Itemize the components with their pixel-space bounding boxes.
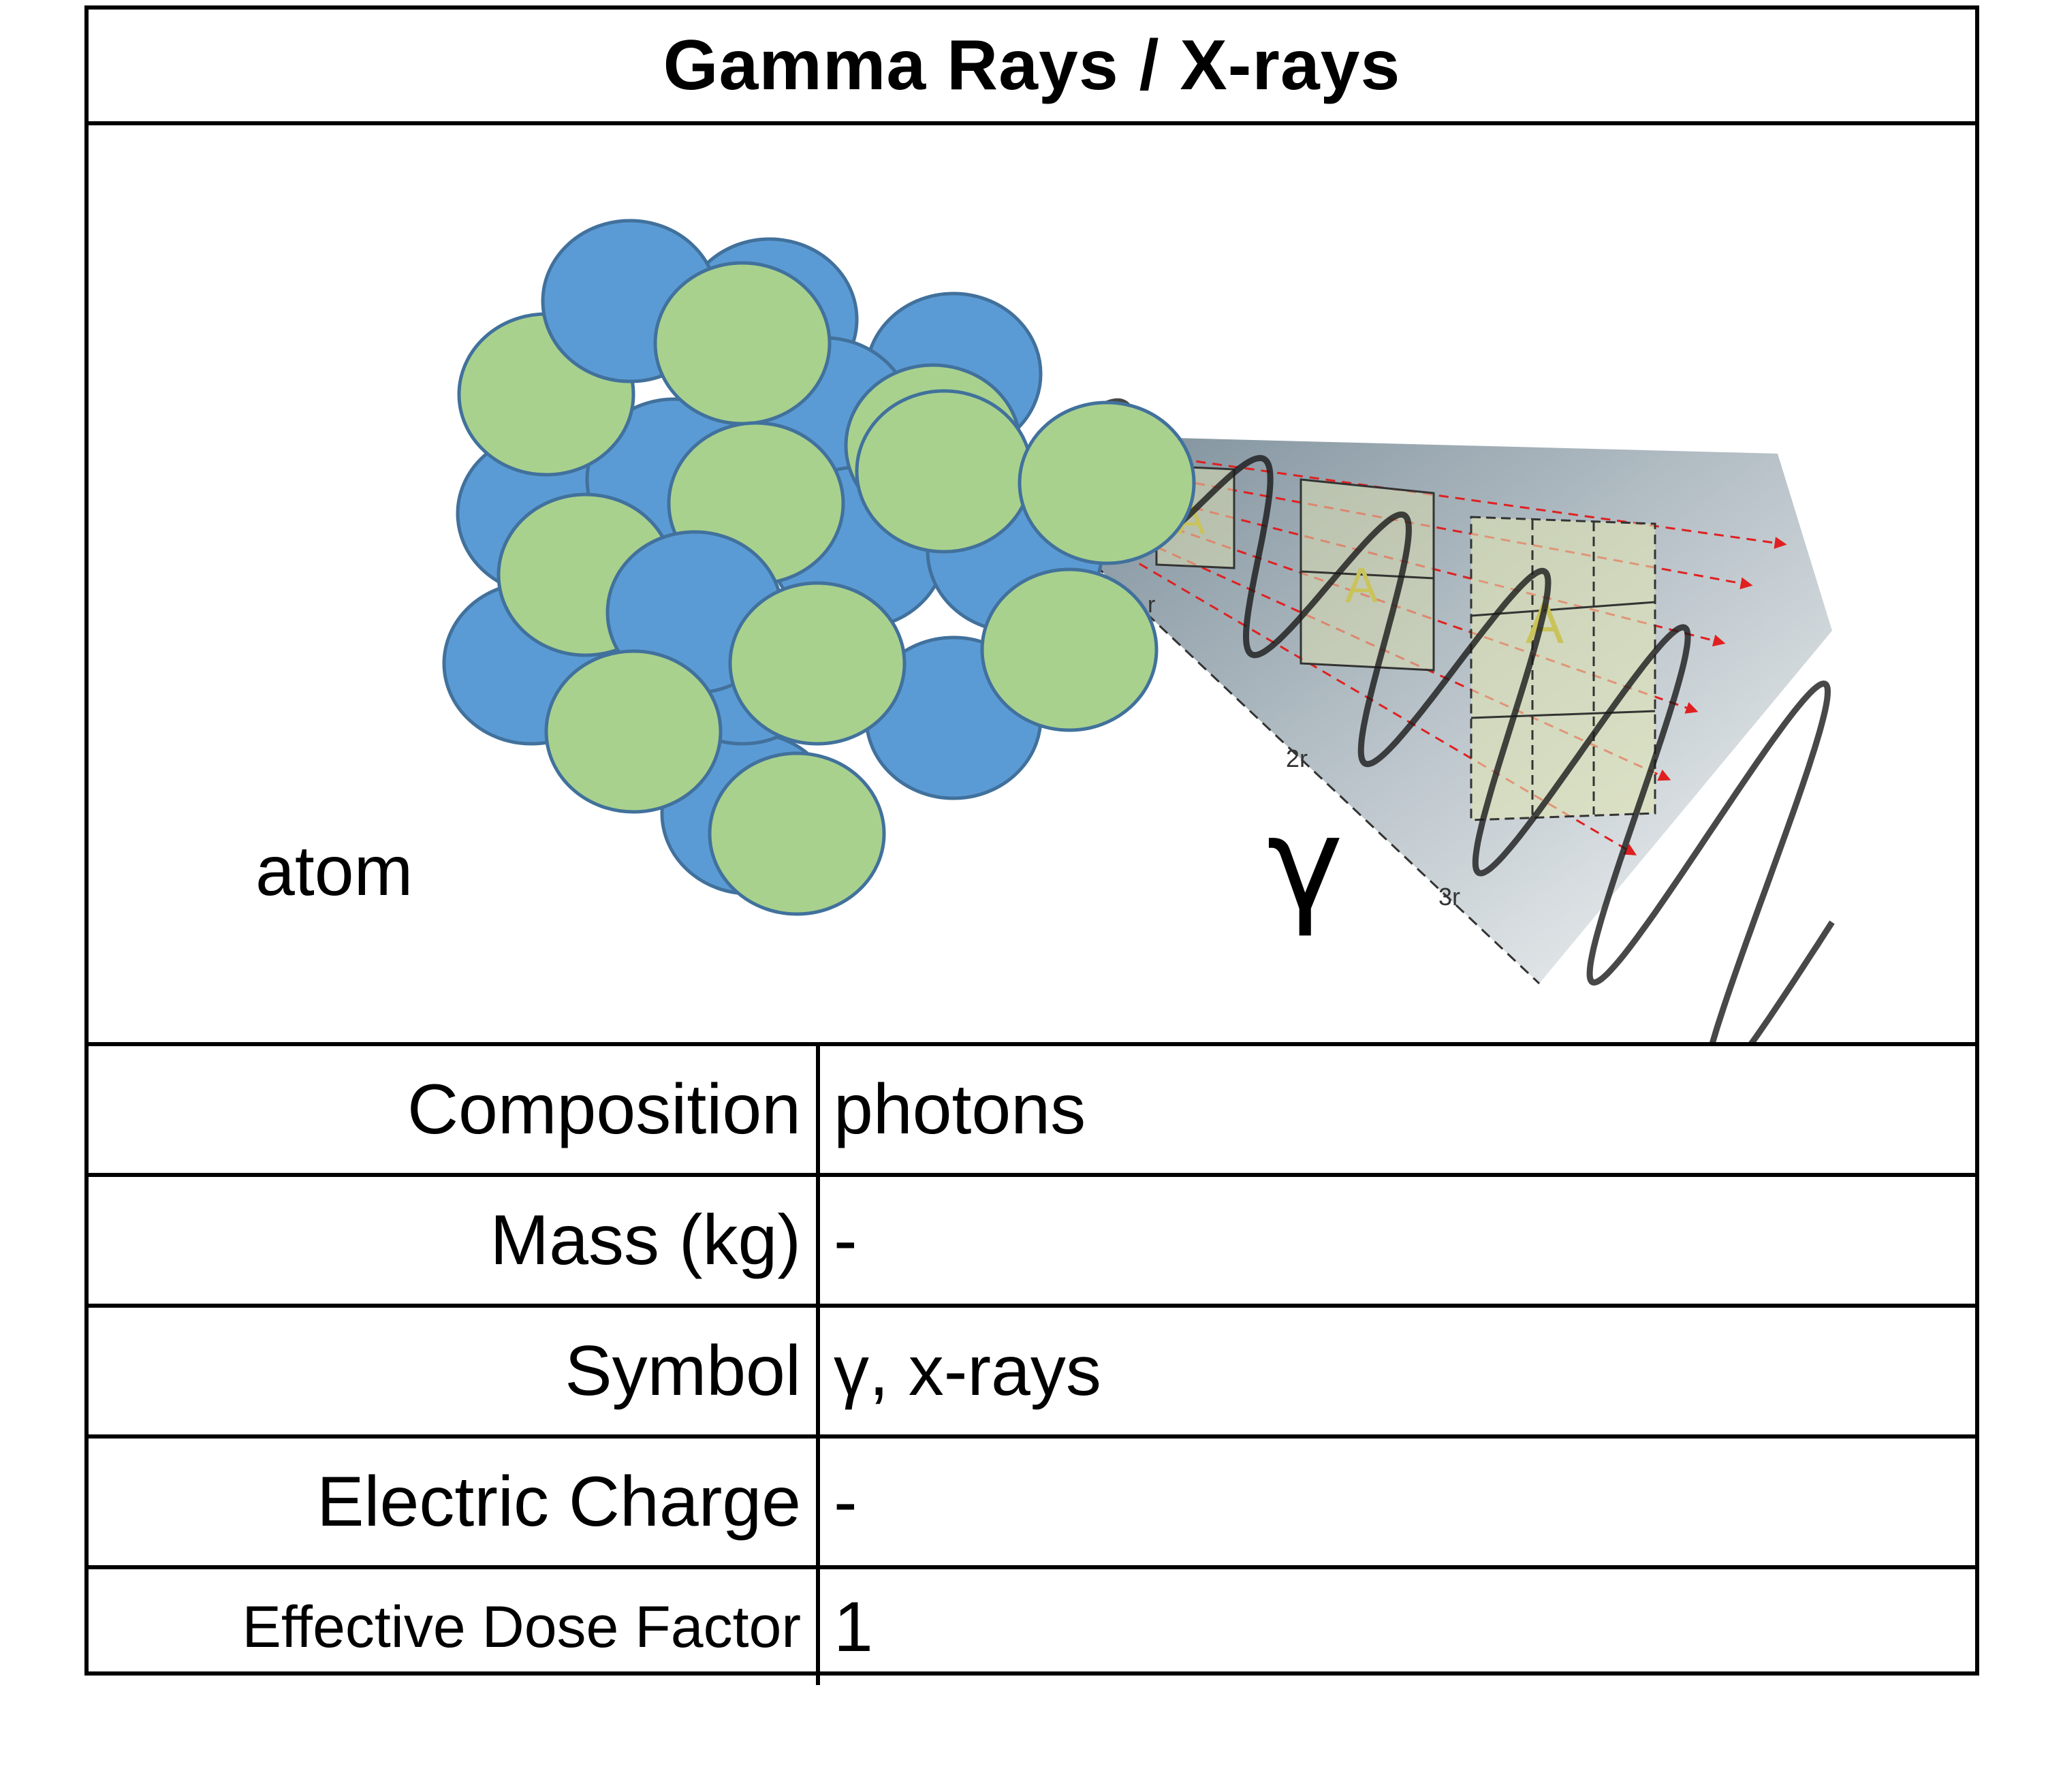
ray-line bbox=[1082, 529, 1637, 855]
property-row: Electric Charge- bbox=[89, 1439, 1975, 1569]
property-value: γ, x-rays bbox=[834, 1331, 1101, 1411]
atom-nucleus bbox=[442, 219, 1196, 916]
neutron-circle bbox=[728, 581, 907, 746]
radiation-cone: A A A r 2r 3r bbox=[1067, 398, 1835, 1042]
neutron-circle bbox=[1018, 400, 1196, 565]
figure-row: A A A r 2r 3r atom γ bbox=[89, 125, 1975, 1046]
property-label: Composition bbox=[89, 1046, 820, 1173]
atom-gamma-illustration: A A A r 2r 3r atom γ bbox=[255, 219, 1835, 1042]
distance-label-2r: 2r bbox=[1286, 744, 1308, 772]
property-label: Electric Charge bbox=[89, 1439, 820, 1565]
area-label-2: A bbox=[1345, 559, 1378, 613]
property-value: - bbox=[834, 1200, 857, 1280]
atom-label: atom bbox=[255, 832, 413, 911]
property-value: - bbox=[834, 1462, 857, 1541]
property-label: Mass (kg) bbox=[89, 1177, 820, 1304]
ray-line bbox=[1082, 444, 1787, 549]
neutron-circle bbox=[980, 567, 1159, 732]
neutron-circle bbox=[855, 389, 1033, 554]
title-row: Gamma Rays / X-rays bbox=[89, 10, 1975, 125]
distance-label-r: r bbox=[1148, 592, 1155, 618]
gamma-ray-card: Gamma Rays / X-rays bbox=[84, 5, 1979, 1685]
gamma-symbol-label: γ bbox=[1267, 789, 1343, 939]
neutron-circle bbox=[544, 649, 723, 814]
property-value: 1 bbox=[834, 1587, 873, 1667]
property-label: Symbol bbox=[89, 1308, 820, 1434]
neutron-circle bbox=[653, 261, 832, 426]
neutron-circle bbox=[708, 751, 886, 916]
property-row: Mass (kg)- bbox=[89, 1177, 1975, 1308]
distance-label-3r: 3r bbox=[1438, 883, 1460, 911]
property-value: photons bbox=[834, 1069, 1086, 1149]
card-title: Gamma Rays / X-rays bbox=[663, 25, 1401, 105]
property-label: Effective Dose Factor bbox=[89, 1569, 820, 1685]
em-wave bbox=[1067, 398, 1835, 1042]
